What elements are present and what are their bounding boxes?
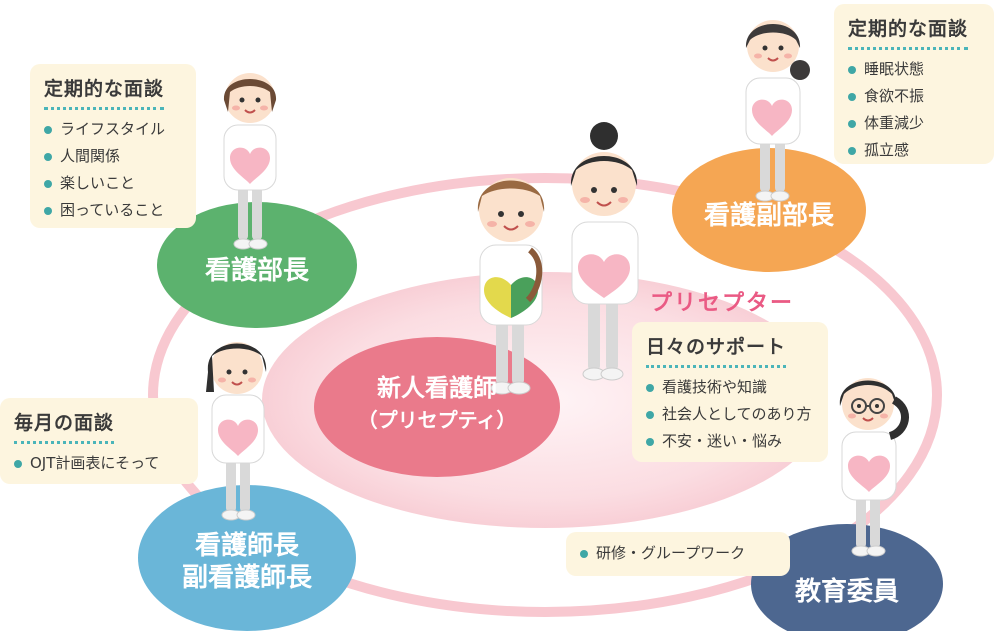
list-item: 食欲不振	[848, 83, 980, 110]
head-nurse-label-line2: 副看護師長	[181, 563, 312, 593]
list-item: 体重減少	[848, 110, 980, 137]
nursing-director-label: 看護部長	[204, 256, 309, 286]
list-item: 社会人としてのあり方	[646, 401, 814, 428]
card-title: 日々のサポート	[646, 332, 787, 368]
education-card: 研修・グループワーク	[566, 532, 790, 576]
nursing-director-circle	[157, 202, 357, 328]
list-item: 人間関係	[44, 143, 182, 170]
card-title: 毎月の面談	[14, 408, 115, 444]
preceptor-label: プリセプター	[650, 291, 795, 316]
list-item: 不安・迷い・悩み	[646, 428, 814, 455]
deputy-director-figure	[745, 20, 810, 202]
head-nurse-figure	[206, 342, 267, 521]
list-item: 楽しいこと	[44, 170, 182, 197]
new-nurse-figure	[477, 178, 545, 395]
outer-ring	[148, 173, 942, 617]
education-committee-label: 教育委員	[794, 577, 899, 607]
nurse-director-figure	[223, 73, 277, 250]
preceptor-figure	[570, 122, 639, 381]
education-committee-circle	[751, 524, 943, 631]
deputy-director-circle	[672, 148, 866, 272]
director-interview-card: 定期的な面談 ライフスタイル 人間関係 楽しいこと 困っていること	[30, 64, 196, 228]
card-title: 定期的な面談	[44, 74, 165, 110]
new-nurse-label: 新人看護師 （プリセプティ）	[327, 372, 547, 436]
deputy-director-label: 看護副部長	[703, 201, 834, 231]
list-item: 孤立感	[848, 137, 980, 164]
new-nurse-label-line1: 新人看護師	[377, 374, 497, 402]
list-item: ライフスタイル	[44, 116, 182, 143]
list-item: 困っていること	[44, 197, 182, 224]
list-item: OJT計画表にそって	[14, 450, 184, 477]
preceptor-support-card: 日々のサポート 看護技術や知識 社会人としてのあり方 不安・迷い・悩み	[632, 322, 828, 462]
head-nurse-label: 看護師長 副看護師長	[157, 530, 337, 594]
card-list: OJT計画表にそって	[14, 450, 184, 477]
education-committee-figure	[839, 378, 909, 557]
list-item: 看護技術や知識	[646, 374, 814, 401]
head-nurse-label-line1: 看護師長	[194, 531, 299, 561]
card-list: 研修・グループワーク	[580, 540, 776, 567]
head-nurse-interview-card: 毎月の面談 OJT計画表にそって	[0, 398, 198, 484]
card-list: 看護技術や知識 社会人としてのあり方 不安・迷い・悩み	[646, 374, 814, 455]
card-list: 睡眠状態 食欲不振 体重減少 孤立感	[848, 56, 980, 164]
deputy-interview-card: 定期的な面談 睡眠状態 食欲不振 体重減少 孤立感	[834, 4, 994, 164]
list-item: 睡眠状態	[848, 56, 980, 83]
list-item: 研修・グループワーク	[580, 540, 776, 567]
card-list: ライフスタイル 人間関係 楽しいこと 困っていること	[44, 116, 182, 224]
card-title: 定期的な面談	[848, 14, 969, 50]
new-nurse-label-line2: （プリセプティ）	[357, 408, 517, 432]
head-nurse-circle	[138, 485, 356, 631]
